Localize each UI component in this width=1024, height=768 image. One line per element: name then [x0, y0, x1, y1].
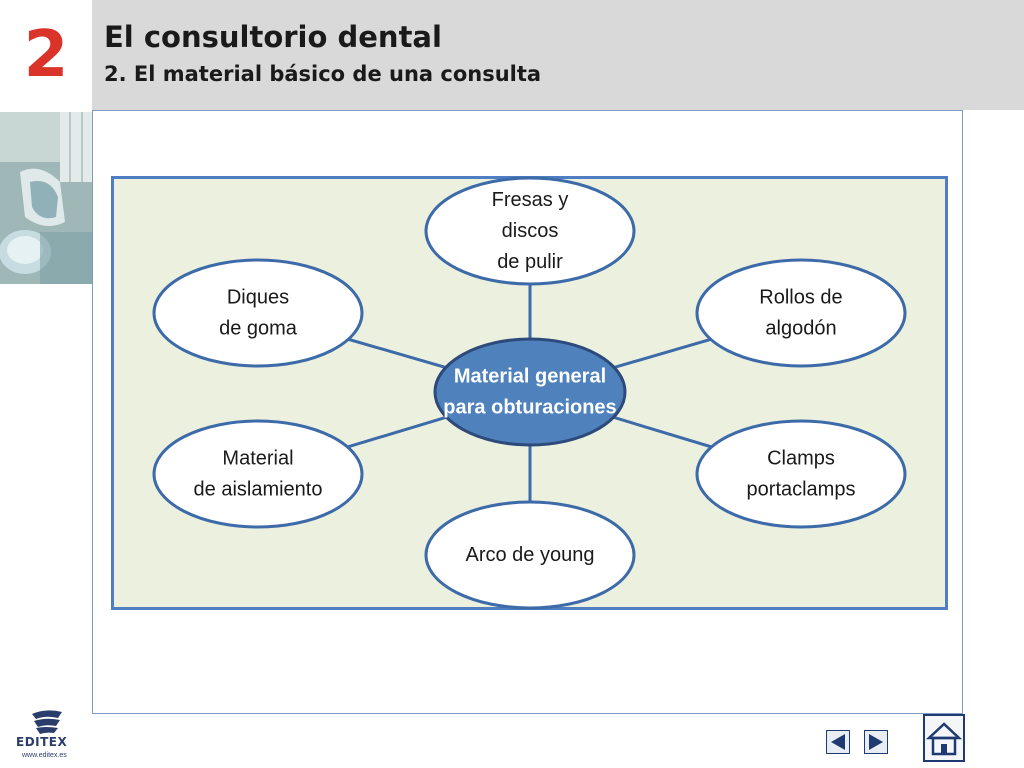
home-button[interactable]: [923, 714, 965, 762]
node-label-rollos-line: Rollos de: [759, 287, 842, 309]
chapter-badge: 2: [0, 0, 92, 110]
header: El consultorio dental 2. El material bás…: [92, 0, 1024, 110]
node-label-clamps-line: portaclamps: [747, 479, 856, 501]
node-ellipse-arco: [424, 500, 636, 610]
node-label-fresas-line: Fresas y: [492, 189, 569, 211]
page-title: El consultorio dental: [104, 20, 442, 54]
node-arco: Arco de young: [424, 500, 636, 610]
page-subtitle: 2. El material básico de una consulta: [104, 62, 542, 86]
node-ellipse-center: [433, 337, 627, 447]
node-center: Material general para obturaciones: [433, 337, 627, 447]
node-label-center-line: Material general: [454, 366, 606, 388]
house-icon: [925, 722, 963, 756]
node-diques: Diques de goma: [152, 258, 364, 368]
editex-logo-icon: [32, 710, 62, 734]
node-label-material-aislamiento-line: Material: [222, 448, 293, 470]
node-label-fresas-line: discos: [502, 220, 559, 242]
node-rollos: Rollos de algodón: [695, 258, 907, 368]
node-label-fresas-line: de pulir: [497, 251, 563, 273]
node-clamps: Clamps portaclamps: [695, 419, 907, 529]
node-ellipse-diques: [152, 258, 364, 368]
node-ellipse-clamps: [695, 419, 907, 529]
chapter-number: 2: [23, 18, 69, 92]
node-ellipse-rollos: [695, 258, 907, 368]
node-label-diques-line: de goma: [219, 318, 298, 340]
node-label-center-line: para obturaciones: [443, 397, 616, 419]
prev-slide-button[interactable]: [826, 730, 850, 754]
node-label-material-aislamiento-line: de aislamiento: [194, 479, 323, 501]
node-label-clamps-line: Clamps: [767, 448, 835, 470]
next-slide-button[interactable]: [864, 730, 888, 754]
dental-clinic-photo: [0, 112, 92, 284]
triangle-left-icon: [831, 734, 845, 750]
node-ellipse-material-aislamiento: [152, 419, 364, 529]
triangle-right-icon: [869, 734, 883, 750]
node-material-aislamiento: Material de aislamiento: [152, 419, 364, 529]
node-label-rollos-line: algodón: [765, 318, 836, 340]
node-label-arco-line: Arco de young: [466, 544, 595, 566]
node-fresas: Fresas y discos de pulir: [424, 176, 636, 286]
logo-text: EDITEX: [16, 735, 68, 749]
logo-url: www.editex.es: [22, 752, 67, 759]
node-ellipse-fresas: [424, 176, 636, 286]
node-label-diques-line: Diques: [227, 287, 289, 309]
